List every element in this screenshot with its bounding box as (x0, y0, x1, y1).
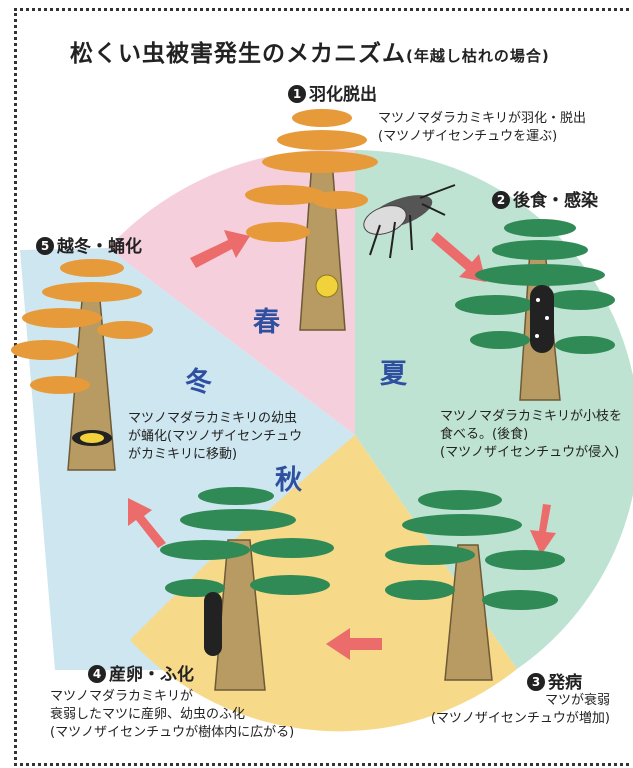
stage-5-number: 5 (36, 237, 54, 255)
tree-5-orange (11, 259, 153, 471)
stage-1-line-2: (マツノザイセンチュウを運ぶ) (378, 129, 558, 144)
stage-3-description: マツが衰弱 (マツノザイセンチュウが増加) (410, 692, 610, 728)
stage-5-description: マツノマダラカミキリの幼虫 が蛹化(マツノザイセンチュウ がカミキリに移動) (128, 410, 302, 464)
stage-2-line-2: 食べる。(後食) (440, 427, 529, 442)
arrow-autumn-to-winter (128, 498, 166, 548)
stage-2-title: 後食・感染 (513, 191, 598, 211)
beetle-emerging (363, 184, 456, 259)
stage-3-line-2: (マツノザイセンチュウが増加) (430, 711, 610, 726)
tree-3-green (385, 490, 565, 681)
stage-3-line-1: マツが衰弱 (544, 693, 610, 708)
season-autumn: 秋 (275, 465, 302, 496)
stage-4-line-2: 衰弱したマツに産卵、幼虫のふ化 (50, 707, 246, 722)
tree-4-green (160, 487, 334, 691)
stage-3-number: 3 (527, 673, 545, 691)
title-text: 松くい虫被害発生のメカニズム (70, 41, 406, 67)
stage-2-description: マツノマダラカミキリが小枝を 食べる。(後食) (マツノザイセンチュウが侵入) (440, 408, 622, 462)
stage-1-title: 羽化脱出 (309, 85, 377, 105)
spring-sector (108, 149, 355, 435)
stage-4-line-1: マツノマダラカミキリが (50, 689, 194, 704)
stage-4-description: マツノマダラカミキリが 衰弱したマツに産卵、幼虫のふ化 (マツノザイセンチュウが… (50, 688, 294, 742)
tree-1-orange (245, 109, 378, 331)
stage-2-line-3: (マツノザイセンチュウが侵入) (440, 445, 620, 460)
stage-5-line-2: が蛹化(マツノザイセンチュウ (128, 429, 303, 444)
season-summer: 夏 (380, 359, 407, 390)
stage-5-line-1: マツノマダラカミキリの幼虫 (128, 411, 298, 426)
arrow-fall-to-autumn (326, 628, 382, 660)
stage-1-line-1: マツノマダラカミキリが羽化・脱出 (378, 111, 587, 126)
diagram-title: 松くい虫被害発生のメカニズム(年越し枯れの場合) (70, 34, 550, 68)
stage-3-title: 発病 (548, 673, 582, 693)
arrow-summer-to-fall (530, 504, 556, 555)
stage-5-title: 越冬・蛹化 (57, 237, 142, 257)
stage-1-description: マツノマダラカミキリが羽化・脱出 (マツノザイセンチュウを運ぶ) (378, 110, 586, 146)
stage-1-number: 1 (288, 85, 306, 103)
tree-2-green (455, 219, 615, 401)
stage-4-number: 4 (88, 665, 106, 683)
season-winter: 冬 (185, 367, 212, 398)
stage-4-title: 産卵・ふ化 (109, 665, 194, 685)
arrow-winter-to-spring (190, 230, 250, 268)
title-subtitle: (年越し枯れの場合) (406, 47, 550, 65)
arrow-spring-to-summer (431, 232, 486, 282)
stage-2-number: 2 (492, 191, 510, 209)
dotted-frame (14, 8, 629, 766)
stage-5-line-3: がカミキリに移動) (128, 447, 238, 462)
stage-4-line-3: (マツノザイセンチュウが樹体内に広がる) (50, 725, 295, 740)
stage-2-line-1: マツノマダラカミキリが小枝を (440, 409, 623, 424)
season-spring: 春 (253, 307, 280, 338)
